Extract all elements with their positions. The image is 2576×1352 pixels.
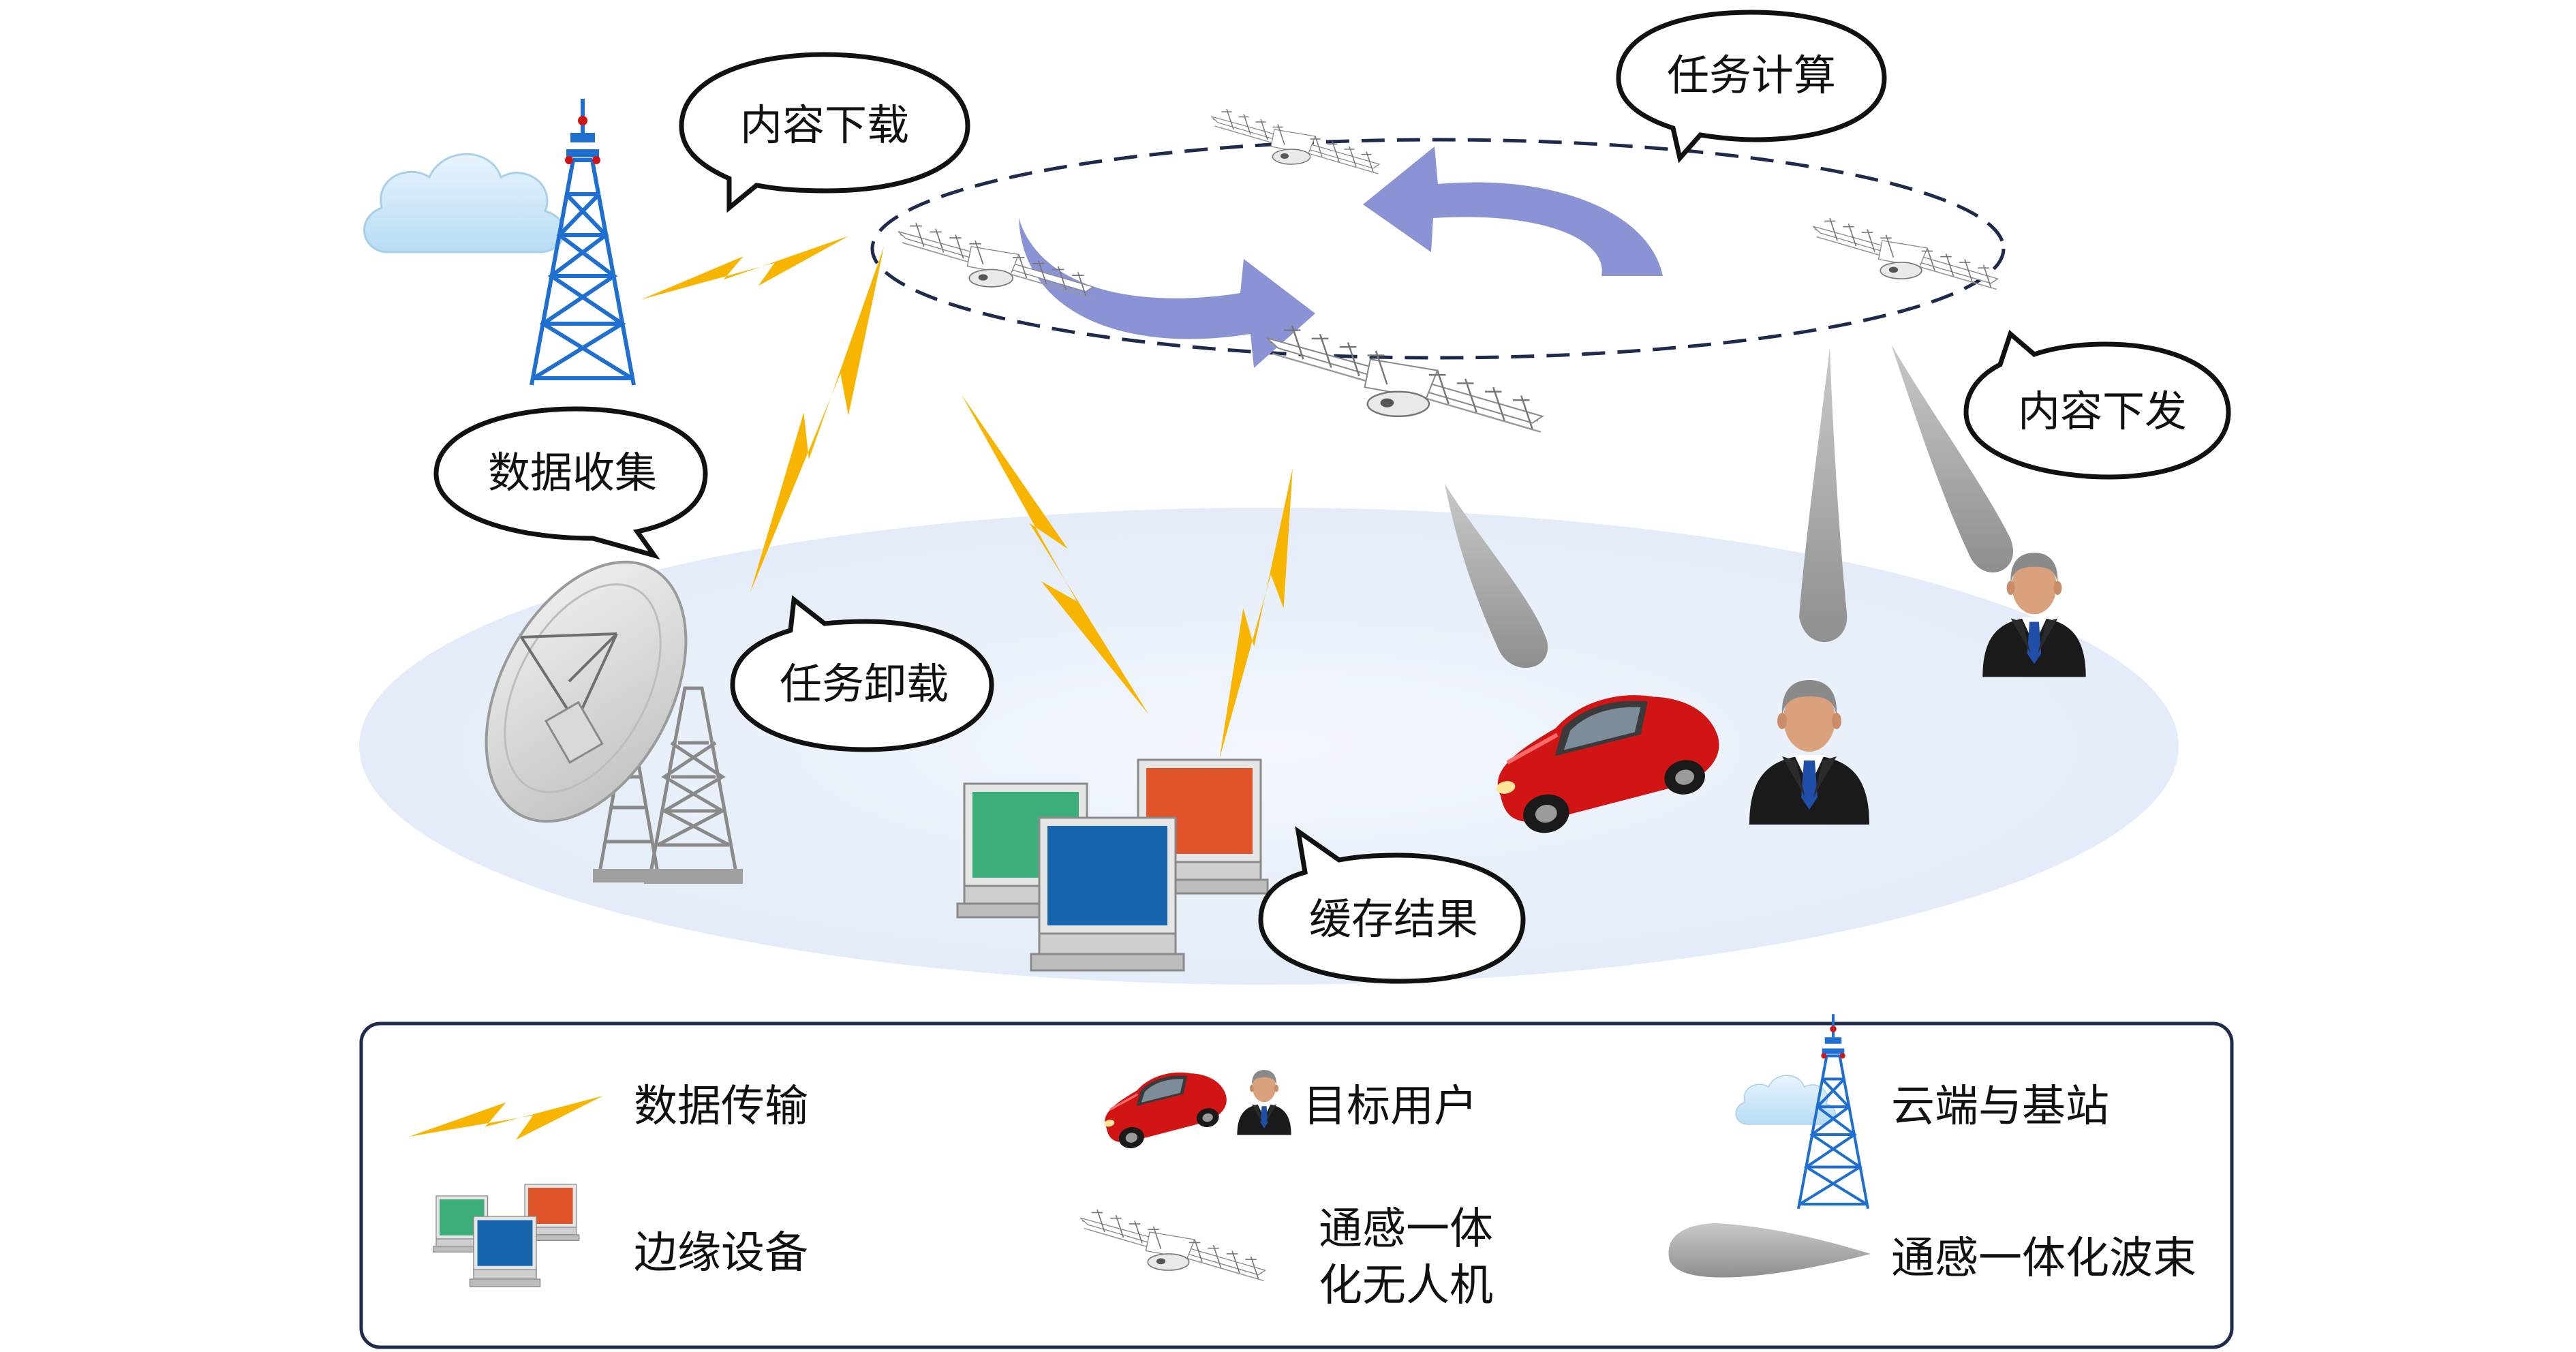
bubble-label-data-collect: 数据收集	[488, 448, 657, 497]
flow-arrow-left	[1363, 147, 1663, 276]
bubble-label-cache-result: 缓存结果	[1309, 894, 1478, 944]
flow-arrow-right	[1019, 218, 1315, 368]
uav-bottom	[1266, 324, 1544, 433]
cloud-icon	[363, 153, 565, 253]
bubble-data-collect: 数据收集	[433, 406, 708, 560]
bubble-label-task-offload: 任务卸载	[780, 659, 949, 709]
legend-label-target-users: 目标用户	[1303, 1081, 1477, 1132]
legend-edge-devices-icon	[433, 1184, 580, 1287]
bolt-tower-uav	[636, 236, 855, 303]
uav-right	[1812, 217, 1999, 290]
uav-orbit	[870, 138, 2006, 360]
bubble-cache-result: 缓存结果	[1258, 826, 1526, 984]
bubble-content-dispatch: 内容下发	[1963, 329, 2231, 480]
legend-label-isac-uav-line1: 通感一体	[1319, 1204, 1493, 1255]
legend-label-isac-uav-line2: 化无人机	[1319, 1261, 1493, 1311]
legend-label-data-transmission: 数据传输	[634, 1081, 808, 1132]
legend-label-cloud-base-station: 云端与基站	[1891, 1081, 2109, 1132]
bubble-label-task-compute: 任务计算	[1667, 50, 1836, 100]
bubble-task-compute: 任务计算	[1616, 10, 1887, 164]
beam-person-2	[1891, 344, 2014, 573]
bubble-content-download: 内容下载	[679, 52, 970, 213]
beam-car	[1445, 484, 1548, 669]
uav-top	[1210, 108, 1380, 174]
bubble-label-content-dispatch: 内容下发	[2018, 386, 2187, 436]
satellite-dish-icon	[485, 560, 743, 884]
legend: 数据传输 目标用户 云端与基站 边缘设备 通感一体	[359, 1014, 2234, 1349]
legend-label-isac-beam: 通感一体化波束	[1891, 1233, 2196, 1284]
legend-beam-icon	[1668, 1223, 1871, 1278]
bubble-task-offload: 任务卸载	[730, 595, 994, 752]
legend-label-edge-devices: 边缘设备	[634, 1228, 808, 1278]
bubble-label-content-download: 内容下载	[740, 100, 909, 150]
edge-device-monitor-blue	[1030, 816, 1185, 972]
beam-person-1	[1799, 348, 1847, 643]
